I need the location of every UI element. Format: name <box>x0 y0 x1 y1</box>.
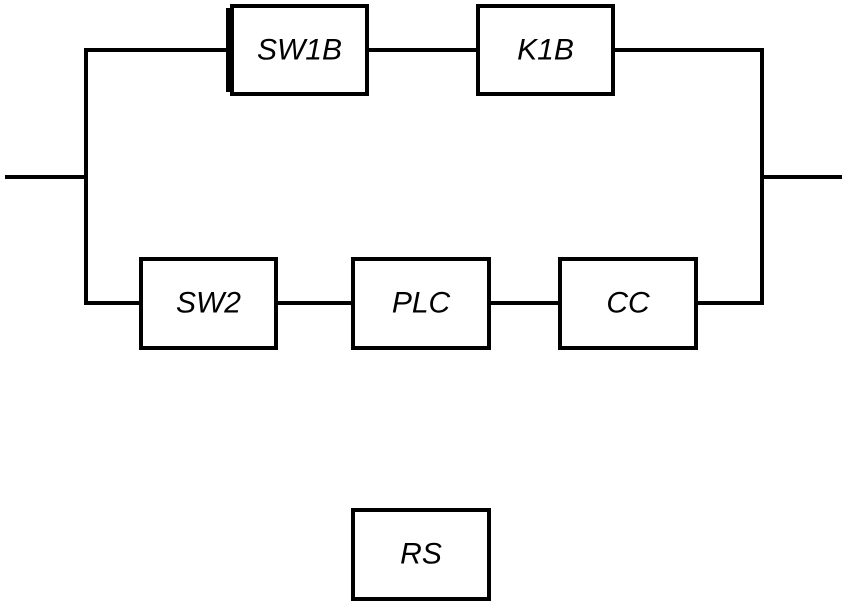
block-sw1b-label: SW1B <box>257 34 342 67</box>
block-sw1b: SW1B <box>226 4 369 96</box>
block-cc-label: CC <box>606 287 650 320</box>
wiring <box>5 48 842 305</box>
block-k1b-label: K1B <box>517 34 574 67</box>
block-cc: CC <box>558 257 698 350</box>
block-sw2: SW2 <box>139 257 278 350</box>
block-sw2-label: SW2 <box>176 287 241 320</box>
block-rs: RS <box>351 508 491 601</box>
block-plc: PLC <box>351 257 491 350</box>
block-rs-label: RS <box>400 538 442 571</box>
block-k1b: K1B <box>476 4 615 96</box>
block-plc-label: PLC <box>392 287 451 320</box>
